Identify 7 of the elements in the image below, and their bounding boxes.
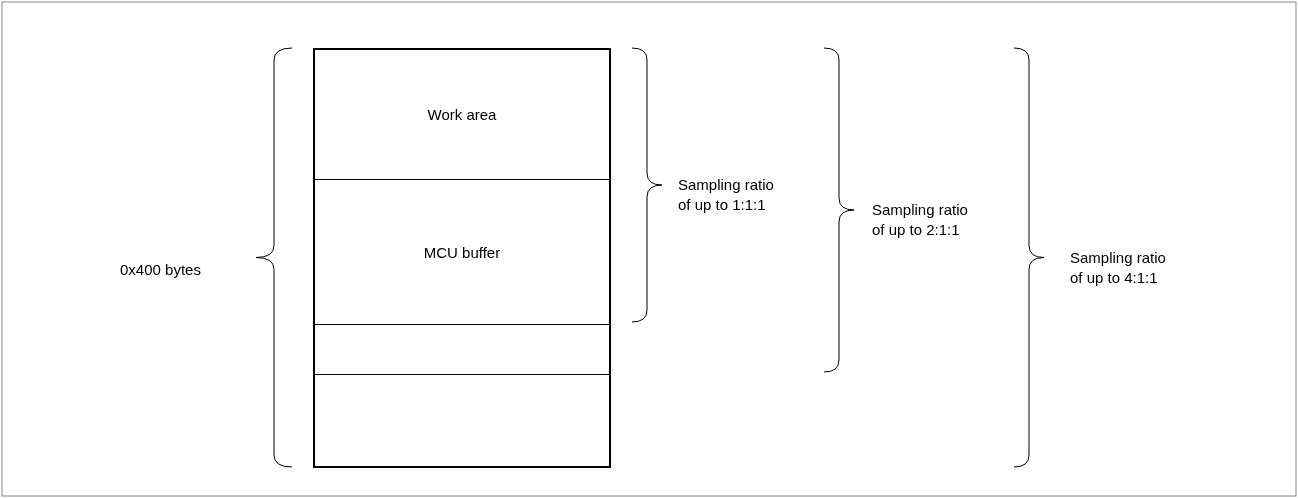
annotation-text: Sampling ratio of up to 4:1:1	[1070, 248, 1167, 288]
annotation-text: Sampling ratio of up to 1:1:1	[678, 175, 775, 215]
memory-block	[313, 48, 611, 468]
region-label: MCU buffer	[423, 243, 501, 261]
region-label: Work area	[427, 106, 497, 123]
annotation-text: 0x400 bytes	[120, 260, 202, 280]
annotation-text: Sampling ratio of up to 2:1:1	[872, 200, 969, 240]
